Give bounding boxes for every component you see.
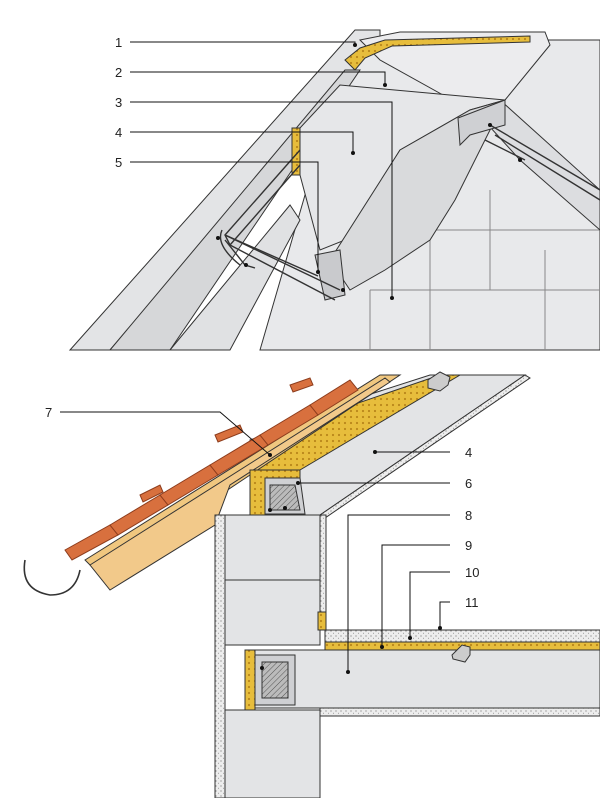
callout-6: 6 bbox=[465, 476, 472, 491]
slab-grit-underside-2 bbox=[319, 707, 600, 717]
callout-4-bottom: 4 bbox=[465, 445, 472, 460]
ring-beam-rebar-upper bbox=[269, 484, 301, 511]
ridge-beam-top bbox=[358, 31, 551, 111]
beam-profiles bbox=[427, 371, 471, 663]
leader-lines-top bbox=[130, 41, 393, 298]
eaves-detail-bottom bbox=[23, 371, 600, 798]
wall-block-2 bbox=[224, 579, 321, 646]
callout-1: 1 bbox=[115, 35, 122, 50]
block-wall-joints bbox=[369, 190, 600, 350]
floor-screed bbox=[324, 629, 600, 643]
wall-grit-left bbox=[214, 514, 226, 798]
wall-block-3 bbox=[224, 709, 321, 798]
callout-9: 9 bbox=[465, 538, 472, 553]
wall-block-1 bbox=[224, 514, 321, 581]
leader-lines-bottom bbox=[60, 411, 450, 672]
ceiling-slab bbox=[249, 649, 600, 709]
wall-insulation-lower bbox=[244, 649, 256, 711]
reinforcement-cage-left bbox=[219, 149, 341, 301]
gutter bbox=[23, 559, 81, 596]
callout-11: 11 bbox=[465, 595, 479, 610]
beam-end-right bbox=[457, 99, 506, 147]
callout-8: 8 bbox=[465, 508, 472, 523]
inner-wall-insulation bbox=[317, 611, 327, 631]
ridge-detail-top bbox=[68, 29, 600, 351]
sarking-board bbox=[89, 377, 391, 591]
callout-4-top: 4 bbox=[115, 125, 122, 140]
reinforcement-cage-right bbox=[484, 124, 600, 201]
roof-tiles bbox=[64, 377, 359, 561]
callout-2: 2 bbox=[115, 65, 122, 80]
callout-10: 10 bbox=[465, 565, 479, 580]
callout-3: 3 bbox=[115, 95, 122, 110]
roof-slope-left-inner2 bbox=[168, 204, 301, 351]
callout-7: 7 bbox=[45, 405, 52, 420]
callout-5: 5 bbox=[115, 155, 122, 170]
ring-beam-rebar-lower bbox=[261, 661, 289, 699]
ridge-insulation bbox=[344, 35, 531, 71]
beam-end-front bbox=[314, 249, 346, 301]
roof-slope-left bbox=[68, 29, 381, 351]
